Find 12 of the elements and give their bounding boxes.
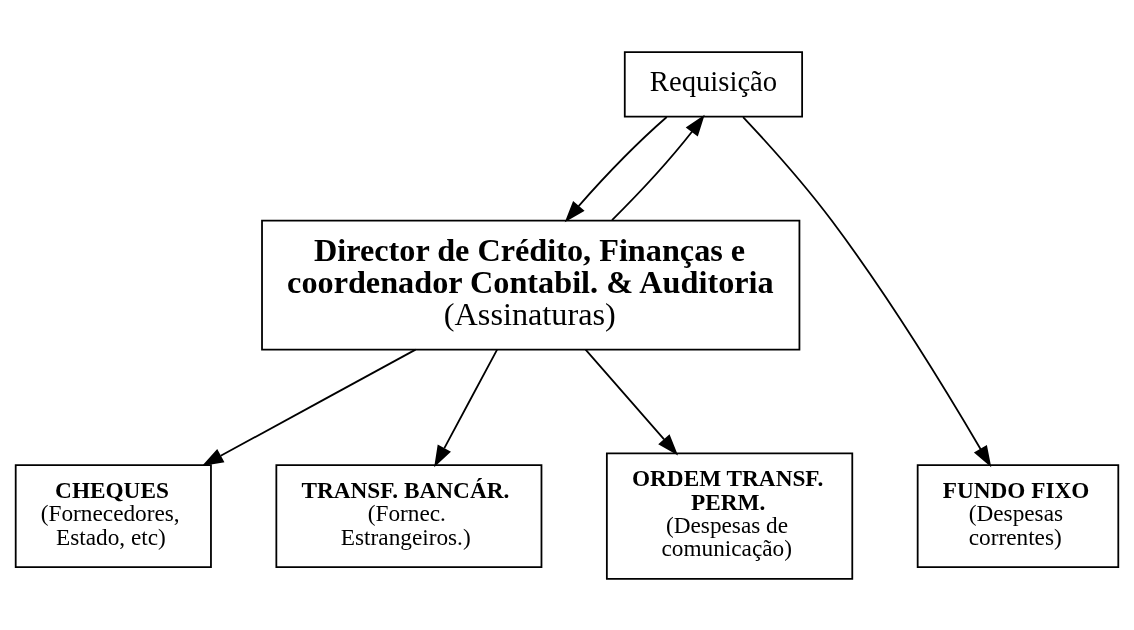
- arrow: [611, 114, 705, 221]
- arrow: [434, 348, 498, 467]
- node-box: FUNDO FIXO (Despesas correntes): [916, 463, 1120, 568]
- arrow: [564, 115, 668, 222]
- node-box: CHEQUES (Fornecedores, Estado, etc): [14, 463, 212, 568]
- node-box: TRANSF. BANCÁR. (Fornec. Estrangeiros.): [275, 463, 543, 568]
- arrow: [584, 348, 679, 455]
- arrow: [742, 115, 992, 467]
- node-box: Requisição: [623, 50, 803, 118]
- node-box: Director de Crédito, Finanças e coordenador Contabil. & Auditoria (Assinaturas): [261, 219, 801, 350]
- arrow: [201, 348, 417, 466]
- node-box: ORDEM TRANSF. PERM. (Despesas de comunicação): [605, 452, 854, 580]
